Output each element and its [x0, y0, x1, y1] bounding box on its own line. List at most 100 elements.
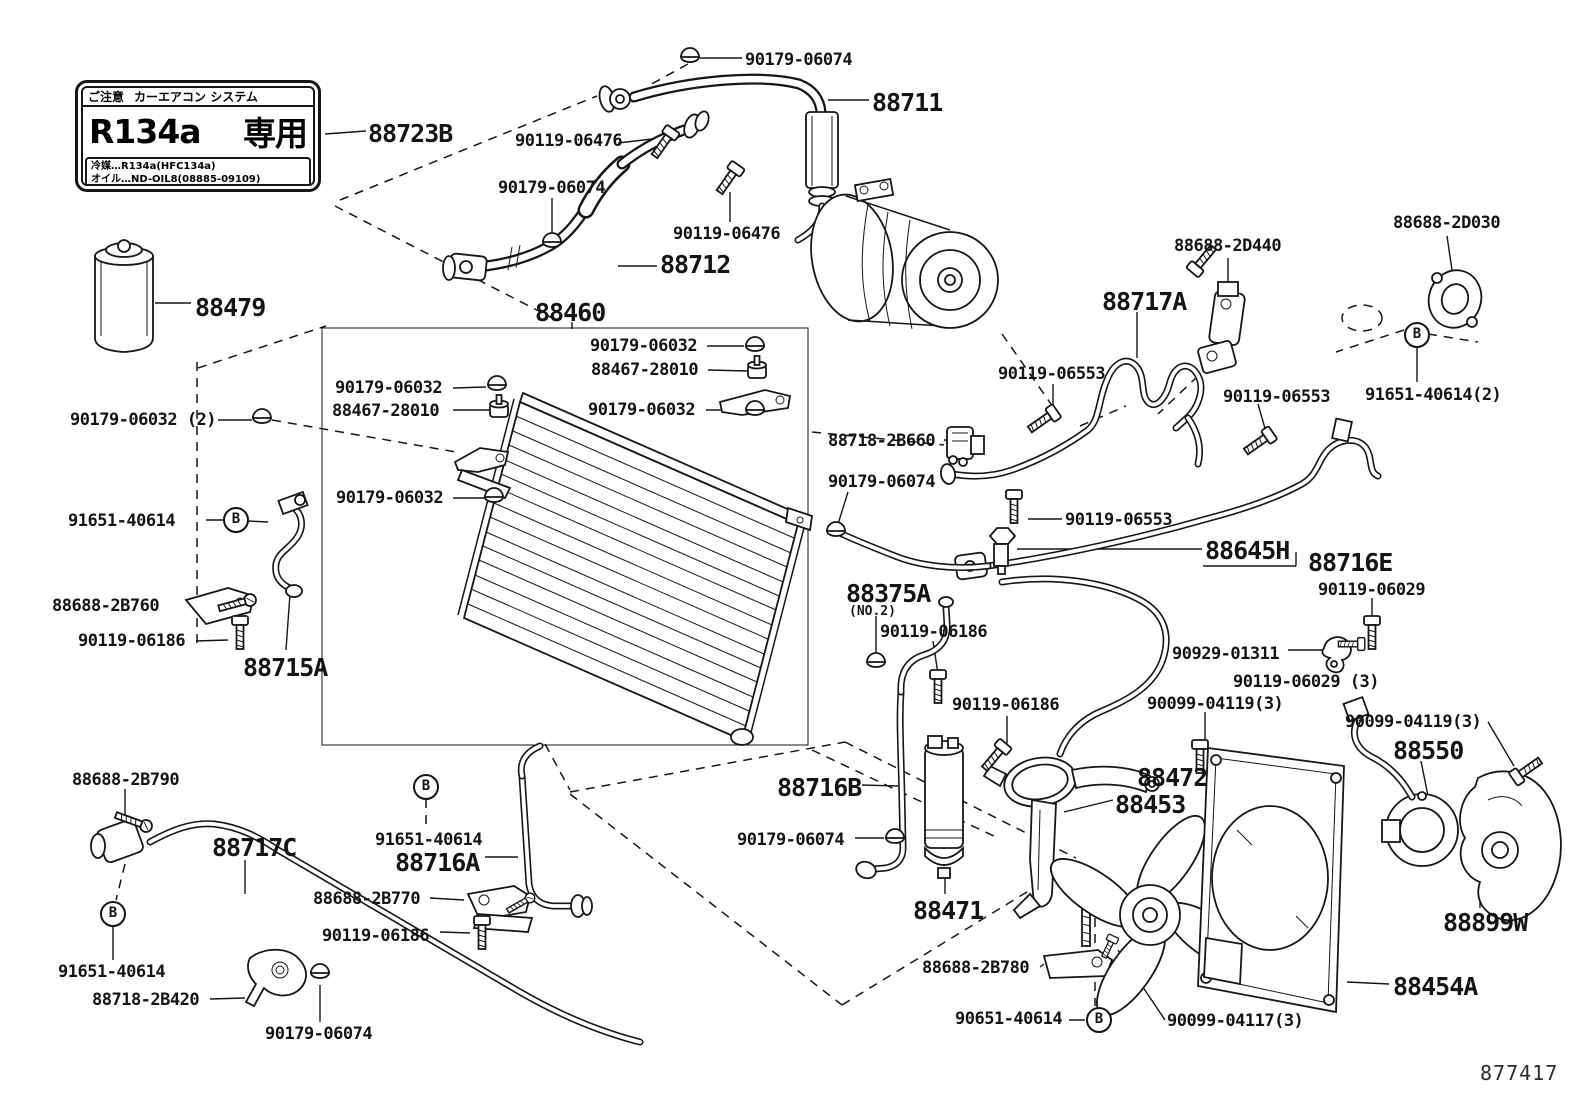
part-number-label: 90119-06553	[998, 364, 1106, 384]
part-number-label: 90179-06032	[335, 378, 443, 398]
clip-2b660	[946, 426, 985, 467]
part-number-label: 90179-06032	[590, 336, 698, 356]
part-number-label: 88453	[1115, 790, 1186, 819]
part-number-label: 88467-28010	[332, 401, 440, 421]
bracket-2d440	[1197, 281, 1246, 374]
callout-marker-B: B	[100, 901, 126, 927]
receiver-can	[94, 239, 154, 353]
part-number-label: 90119-06029 (3)	[1233, 672, 1380, 692]
part-number-label: 90099-04119(3)	[1345, 712, 1482, 732]
part-number-label: 90119-06186	[322, 926, 430, 946]
pipe-88716b	[855, 596, 954, 880]
part-number-label: 91651-40614	[375, 830, 483, 850]
part-number-label: 90119-06476	[673, 224, 781, 244]
fan-shroud	[1197, 746, 1345, 1014]
part-number-label: 88688-2D440	[1174, 236, 1282, 256]
part-number-label: 88645H	[1205, 536, 1290, 565]
part-number-label: 88716A	[395, 848, 480, 877]
part-number-label: 90179-06074	[745, 50, 853, 70]
part-number-label: 90119-06186	[952, 695, 1060, 715]
part-number-label: 90119-06186	[78, 631, 186, 651]
hidden-pipe-end	[1341, 304, 1383, 332]
part-number-label: 90119-06476	[515, 131, 623, 151]
part-number-label: 90099-04119(3)	[1147, 694, 1284, 714]
part-number-label: 90099-04117(3)	[1167, 1011, 1304, 1031]
part-number-label: 88454A	[1393, 972, 1478, 1001]
part-number-label: 90119-06553	[1223, 387, 1331, 407]
part-number-label: 88460	[535, 298, 606, 327]
caution-sticker: ご注意 カーエアコン システム R134a 専用 冷媒…R134a(HFC134…	[75, 80, 321, 192]
part-number-label: 88550	[1393, 736, 1464, 765]
part-number-label: 91651-40614	[58, 962, 166, 982]
part-number-label: 88467-28010	[591, 360, 699, 380]
part-number-label: 88723B	[368, 119, 453, 148]
part-number-label: 88688-2D030	[1393, 213, 1501, 233]
caution-badge: ご注意	[88, 90, 125, 104]
part-number-label: 90179-06074	[498, 178, 606, 198]
caution-note-1: 冷媒…R134a(HFC134a)	[91, 161, 216, 172]
part-number-label: 88717C	[212, 833, 297, 862]
suction-hose	[442, 110, 710, 282]
part-number-label: 90119-06029	[1318, 580, 1426, 600]
part-number-label: 90119-06186	[880, 622, 988, 642]
part-number-label: 88688-2B760	[52, 596, 160, 616]
part-number-label: 88716E	[1308, 548, 1393, 577]
part-number-label: 90179-06074	[265, 1024, 373, 1044]
part-number-label: 88472	[1137, 763, 1208, 792]
liquid-pipe-loop	[939, 357, 1205, 485]
fan-motor	[1342, 695, 1459, 867]
liquid-pipe-long	[838, 417, 1382, 758]
motor-cover	[1459, 770, 1562, 922]
caution-header: ご注意 カーエアコン システム	[83, 88, 313, 107]
callout-marker-B: B	[223, 507, 249, 533]
pipe-88716a	[517, 742, 593, 918]
callout-marker-B: B	[1404, 322, 1430, 348]
part-number-label: 88688-2B780	[922, 958, 1030, 978]
part-number-label: 88715A	[243, 653, 328, 682]
callout-marker-B: B	[413, 774, 439, 800]
part-number-label: 90179-06032	[588, 400, 696, 420]
caution-header-text: カーエアコン システム	[134, 90, 258, 104]
caution-note-2: オイル…ND-OIL8(08885-09109)	[91, 174, 261, 185]
part-number-label: 88712	[660, 250, 731, 279]
part-number-label: (NO.2)	[849, 604, 896, 619]
part-number-label: 88471	[913, 896, 984, 925]
part-number-label: 88375A	[846, 579, 931, 608]
bracket-2b760	[184, 587, 259, 626]
caution-main: R134a 専用	[83, 107, 313, 155]
part-number-label: 90179-06032	[336, 488, 444, 508]
refrigerant-type: R134a	[89, 111, 202, 151]
part-number-label: 91651-40614(2)	[1365, 385, 1502, 405]
drier-88471	[924, 735, 964, 879]
part-number-label: 88716B	[777, 773, 862, 802]
part-number-label: 91651-40614	[68, 511, 176, 531]
part-number-label: 88688-2B790	[72, 770, 180, 790]
part-number-label: 90179-06032 (2)	[70, 410, 217, 430]
part-number-label: 88711	[872, 88, 943, 117]
bracket-2b420	[244, 948, 307, 1008]
pipe-88715a	[272, 490, 309, 598]
part-number-label: 88899W	[1443, 908, 1528, 937]
bracket-88453	[1012, 798, 1057, 920]
clamp-88472	[982, 756, 1160, 808]
figure-code: 877417	[1480, 1061, 1559, 1085]
pipe-88717c	[90, 808, 644, 1046]
part-number-label: 88717A	[1102, 287, 1187, 316]
part-number-label: 90179-06074	[737, 830, 845, 850]
part-number-label: 88479	[195, 293, 266, 322]
gasket-2d030	[1427, 269, 1483, 329]
callout-marker-B: B	[1086, 1007, 1112, 1033]
part-number-label: 90119-06553	[1065, 510, 1173, 530]
part-number-label: 88718-2B420	[92, 990, 200, 1010]
condenser	[321, 327, 813, 746]
part-number-label: 90929-01311	[1172, 644, 1280, 664]
part-number-label: 88688-2B770	[313, 889, 421, 909]
part-number-label: 88718-2B660	[828, 431, 936, 451]
exclusive-use-text: 専用	[243, 114, 308, 153]
part-number-label: 90179-06074	[828, 472, 936, 492]
part-number-label: 90651-40614	[955, 1009, 1063, 1029]
caution-notes: 冷媒…R134a(HFC134a) オイル…ND-OIL8(08885-0910…	[85, 157, 311, 185]
